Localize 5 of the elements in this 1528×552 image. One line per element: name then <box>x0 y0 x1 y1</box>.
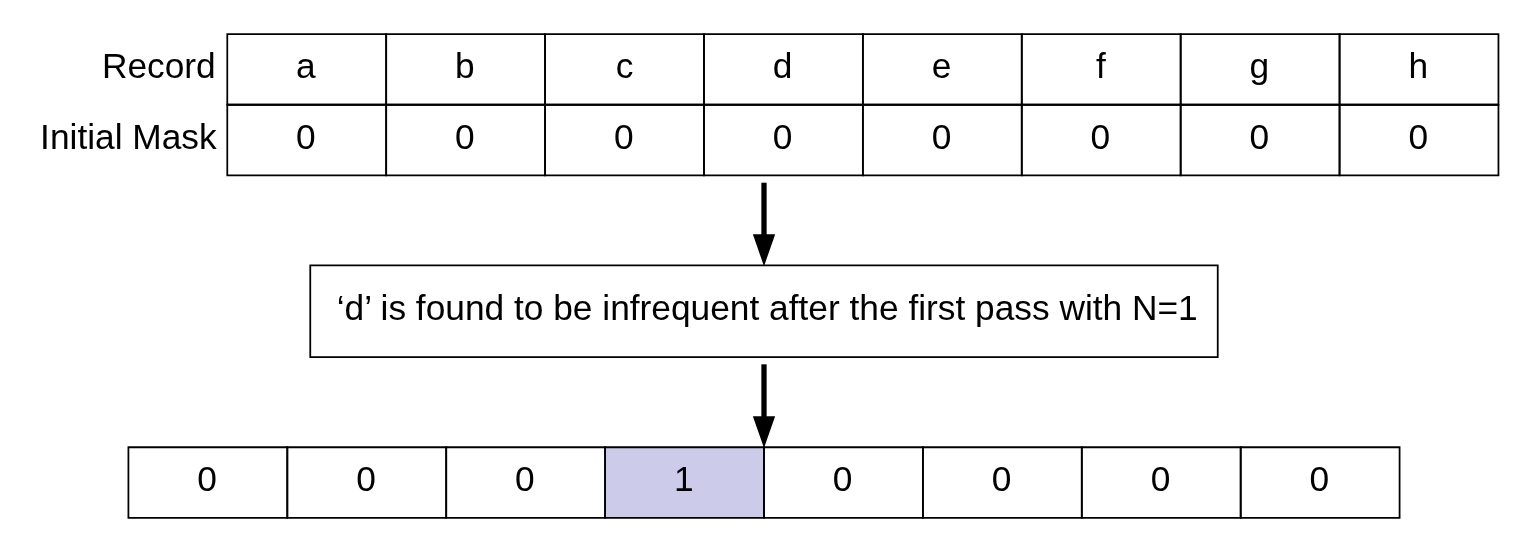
arrow <box>752 182 776 267</box>
node-label: Initial Mask <box>40 116 217 156</box>
arrow <box>752 364 776 448</box>
node-label: Record <box>101 46 216 86</box>
node-box: ‘d’ is found to be infrequent after the first pass with N=1 <box>309 264 1219 359</box>
